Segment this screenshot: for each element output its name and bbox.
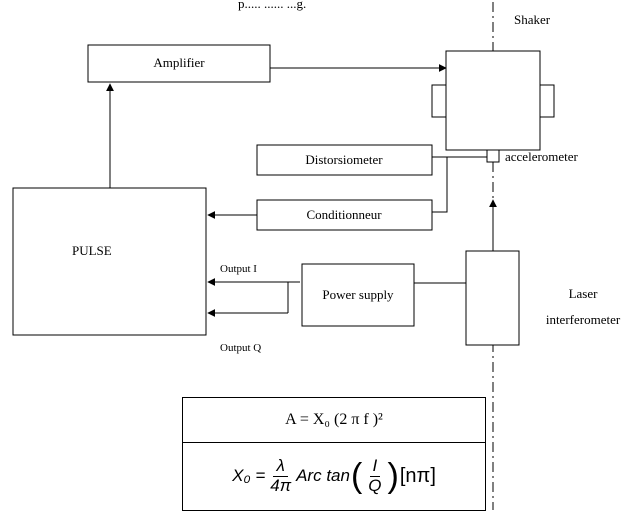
iq-fraction: I Q xyxy=(365,456,384,495)
lambda-denominator: 4π xyxy=(270,475,292,495)
power-supply-block xyxy=(301,263,415,327)
distorsiometer-block xyxy=(256,144,433,176)
q-denominator: Q xyxy=(368,475,382,495)
formula-box: A = X₀ (2 π f )² X₀ = λ 4π Arc tan ( I Q… xyxy=(182,397,486,511)
accelerometer-sensor xyxy=(486,149,500,163)
shaker-label: Shaker xyxy=(514,12,551,27)
laser-label-line1: Laser xyxy=(569,286,599,301)
conditionneur-label: Conditionneur xyxy=(306,207,382,222)
power-supply-label: Power supply xyxy=(322,287,394,302)
n-pi-term: [nπ] xyxy=(399,464,436,487)
close-paren: ) xyxy=(387,457,399,495)
distorsiometer-label: Distorsiometer xyxy=(305,152,383,167)
arctan-function: Arc tan xyxy=(296,466,350,485)
pulse-label: PULSE xyxy=(72,243,112,258)
i-numerator: I xyxy=(369,456,381,477)
lambda-numerator: λ xyxy=(273,456,288,477)
formula-lhs: X₀ = xyxy=(232,466,266,485)
laser-label-line2: interferometer xyxy=(546,312,621,327)
displacement-formula: X₀ = λ 4π Arc tan ( I Q ) [nπ] xyxy=(183,443,485,509)
output-i-label: Output I xyxy=(220,263,257,275)
conditionneur-block xyxy=(256,199,433,231)
shaker-right-ear xyxy=(539,84,555,118)
amplifier-block xyxy=(87,44,271,83)
pulse-block xyxy=(12,187,207,336)
caption-fragment: p..... ...... ...g. xyxy=(238,0,306,11)
lambda-fraction: λ 4π xyxy=(267,456,294,495)
open-paren: ( xyxy=(350,457,363,495)
shaker-left-ear xyxy=(431,84,447,118)
accelerometer-label: accelerometer xyxy=(505,149,579,164)
conditionneur-link xyxy=(432,157,448,213)
laser-interferometer-block xyxy=(465,250,520,346)
output-q-label: Output Q xyxy=(220,342,261,354)
amplifier-label: Amplifier xyxy=(153,55,205,70)
acceleration-formula: A = X₀ (2 π f )² xyxy=(183,398,485,443)
shaker-block xyxy=(445,50,541,151)
